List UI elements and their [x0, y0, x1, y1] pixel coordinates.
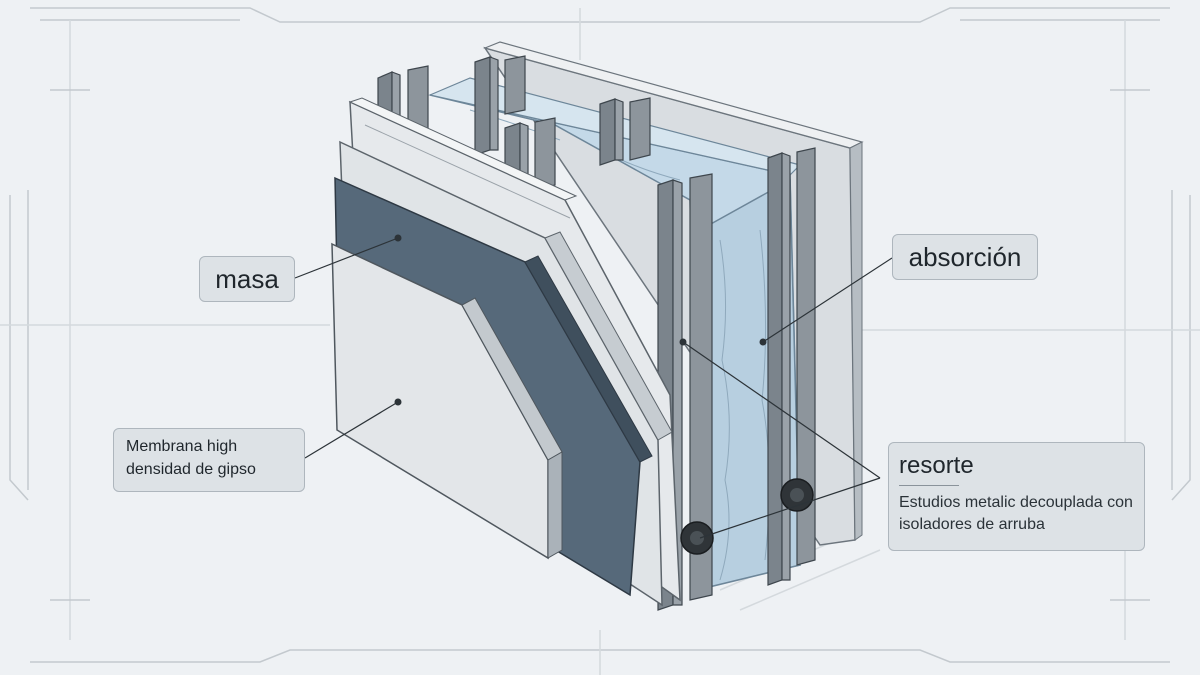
label-resorte: resorte Estudios metalic decouplada con … [888, 442, 1145, 551]
label-resorte-divider [899, 485, 959, 486]
label-masa: masa [199, 256, 295, 302]
label-membrana: Membrana high densidad de gipso [113, 428, 305, 492]
leader-lines [294, 237, 893, 539]
label-resorte-title: resorte [899, 452, 974, 479]
leader-dots [394, 234, 767, 406]
label-masa-text: masa [215, 263, 279, 294]
label-resorte-description: Estudios metalic decouplada con isolador… [899, 494, 1133, 533]
label-absorcion-text: absorción [908, 241, 1022, 272]
rubber-isolators [680, 478, 814, 555]
front-gypsum-membrane [331, 242, 563, 560]
label-absorcion: absorción [892, 234, 1038, 280]
label-membrana-text: Membrana high densidad de gipso [126, 438, 256, 478]
